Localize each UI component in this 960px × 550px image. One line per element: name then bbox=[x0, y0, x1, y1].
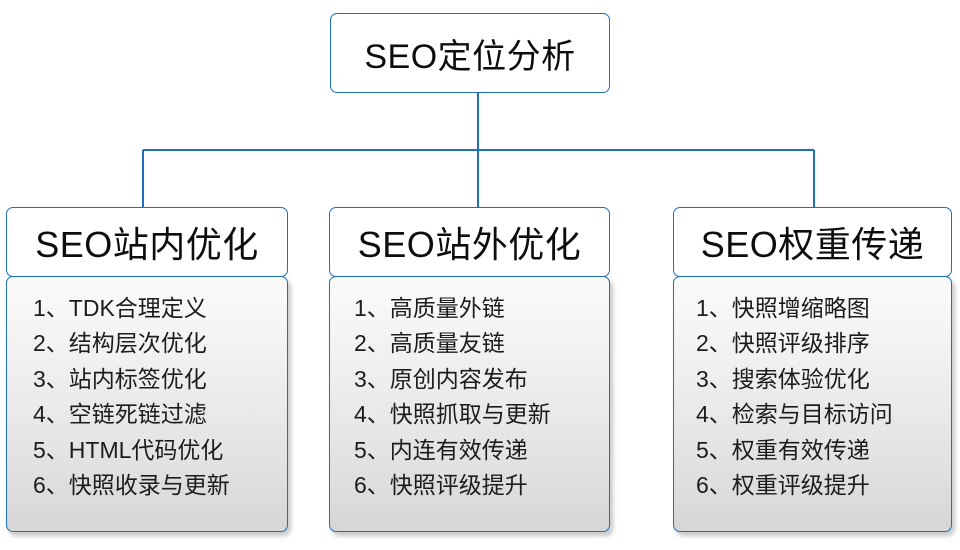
branch-list-seo-onsite: 1、TDK合理定义 2、结构层次优化 3、站内标签优化 4、空链死链过滤 5、H… bbox=[6, 275, 288, 532]
list-item: 5、权重有效传递 bbox=[696, 436, 870, 463]
list-item: 3、搜索体验优化 bbox=[696, 365, 870, 392]
list-item: 5、内连有效传递 bbox=[354, 436, 528, 463]
root-node[interactable]: SEO定位分析 bbox=[330, 13, 610, 93]
branch-title: SEO站外优化 bbox=[357, 224, 582, 265]
branch-header-seo-onsite[interactable]: SEO站内优化 bbox=[6, 207, 288, 277]
branch-title: SEO站内优化 bbox=[35, 224, 259, 265]
list-item: 4、检索与目标访问 bbox=[696, 401, 893, 428]
list-item: 1、快照增缩略图 bbox=[696, 294, 870, 321]
list-item: 2、结构层次优化 bbox=[33, 330, 207, 357]
list-item: 5、HTML代码优化 bbox=[33, 436, 224, 463]
branch-column-seo-onsite: SEO站内优化 1、TDK合理定义 2、结构层次优化 3、站内标签优化 4、空链… bbox=[6, 207, 288, 532]
list-item: 3、站内标签优化 bbox=[33, 365, 207, 392]
list-item: 2、快照评级排序 bbox=[696, 330, 870, 357]
branch-header-seo-weight[interactable]: SEO权重传递 bbox=[673, 207, 952, 277]
root-node-label: SEO定位分析 bbox=[364, 37, 576, 76]
branch-list-seo-weight: 1、快照增缩略图 2、快照评级排序 3、搜索体验优化 4、检索与目标访问 5、权… bbox=[673, 275, 952, 532]
branch-column-seo-weight: SEO权重传递 1、快照增缩略图 2、快照评级排序 3、搜索体验优化 4、检索与… bbox=[673, 207, 952, 532]
list-item: 6、快照评级提升 bbox=[354, 472, 528, 499]
list-item: 6、权重评级提升 bbox=[696, 472, 870, 499]
list-item: 6、快照收录与更新 bbox=[33, 472, 230, 499]
list-item: 1、高质量外链 bbox=[354, 294, 505, 321]
list-item: 4、快照抓取与更新 bbox=[354, 401, 551, 428]
list-item: 3、原创内容发布 bbox=[354, 365, 528, 392]
branch-header-seo-offsite[interactable]: SEO站外优化 bbox=[329, 207, 610, 277]
branch-list-seo-offsite: 1、高质量外链 2、高质量友链 3、原创内容发布 4、快照抓取与更新 5、内连有… bbox=[329, 275, 610, 532]
branch-column-seo-offsite: SEO站外优化 1、高质量外链 2、高质量友链 3、原创内容发布 4、快照抓取与… bbox=[329, 207, 610, 532]
list-item: 1、TDK合理定义 bbox=[33, 294, 207, 321]
list-item: 2、高质量友链 bbox=[354, 330, 505, 357]
list-item: 4、空链死链过滤 bbox=[33, 401, 207, 428]
branch-title: SEO权重传递 bbox=[700, 224, 925, 265]
